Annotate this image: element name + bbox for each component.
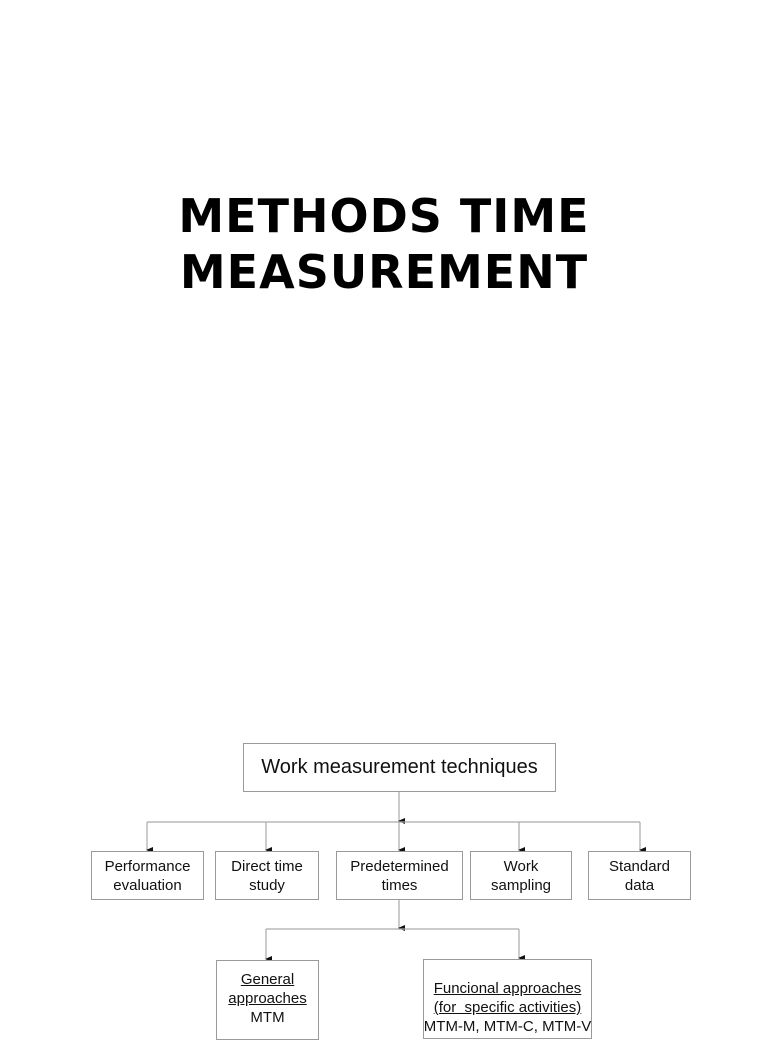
node-work-sampling: Work sampling [470, 851, 572, 900]
root-node: Work measurement techniques [243, 743, 556, 792]
slide-title: METHODS TIME MEASUREMENT [0, 188, 768, 300]
node-performance-evaluation: Performance evaluation [91, 851, 204, 900]
node-direct-time-study: Direct time study [215, 851, 319, 900]
node-label: Standard [609, 857, 670, 875]
node-label: Funcional approaches [433, 980, 582, 997]
node-general-approaches: General approaches MTM [216, 960, 319, 1040]
node-label: study [249, 876, 285, 894]
node-label: sampling [490, 876, 552, 894]
node-standard-data: Standard data [588, 851, 691, 900]
node-label: approaches [228, 990, 307, 1007]
node-label: Direct time [231, 857, 303, 875]
node-label: data [624, 876, 655, 894]
node-label: Performance [104, 857, 191, 875]
node-functional-approaches: Funcional approaches (for specific activ… [423, 959, 592, 1039]
node-predetermined-times: Predetermined times [336, 851, 463, 900]
title-line-1: METHODS TIME [178, 189, 590, 243]
node-label: evaluation [113, 876, 182, 894]
title-line-2: MEASUREMENT [179, 245, 589, 299]
root-label: Work measurement techniques [261, 756, 538, 778]
node-label: times [381, 876, 418, 894]
node-label: MTM [250, 1009, 285, 1026]
node-label: MTM-M, MTM-C, MTM-V [423, 1018, 592, 1035]
node-label: Work [503, 857, 539, 875]
node-label: Predetermined [350, 857, 449, 875]
node-label: General [240, 971, 295, 988]
node-label: (for specific activities) [433, 999, 582, 1016]
